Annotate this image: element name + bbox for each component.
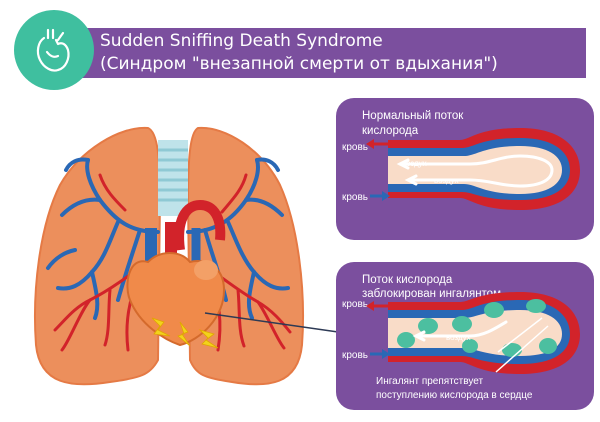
heart-icon (36, 28, 70, 72)
left-lung (34, 126, 162, 386)
panel-normal-flow: Нормальный поток кислорода воздух воздух… (336, 98, 594, 240)
banner-bar (40, 28, 586, 78)
note-line-2: поступлению кислорода в сердце (376, 390, 533, 401)
arrow-head-left (366, 139, 374, 149)
title-banner: Sudden Sniffing Death Syndrome (Синдром … (14, 10, 586, 90)
panel-bottom-title-2: заблокирован ингалянтом (362, 288, 501, 300)
panel-blocked-flow: Поток кислорода заблокирован ингалянтом … (336, 262, 594, 410)
lightning-icon (151, 317, 219, 349)
blood-label-top: кровь (342, 142, 368, 153)
panel-top-title-2: кислорода (362, 125, 419, 137)
trachea (158, 140, 188, 216)
banner-title-en: Sudden Sniffing Death Syndrome (100, 31, 383, 51)
connector-line (204, 312, 339, 333)
alveolus-interior (388, 146, 562, 194)
arrow-head-right (382, 191, 390, 201)
air-label-2: воздух (434, 176, 459, 185)
air-label-1: воздух (402, 159, 427, 168)
heart (126, 199, 226, 347)
arrow-head-left-blocked (366, 301, 374, 311)
arrow-head-right-blocked (382, 349, 390, 359)
blood-label-bottom: кровь (342, 192, 368, 203)
air-flow-arrows (396, 154, 554, 188)
blood-label-bottom-blocked: кровь (342, 350, 368, 361)
note-line-1: Ингалянт препятствует (376, 376, 483, 387)
pointer-line-1 (497, 317, 543, 353)
panel-bottom-title-1: Поток кислорода (362, 274, 453, 286)
blocked-air-arrow (412, 320, 508, 342)
panel-top-title-1: Нормальный поток (362, 110, 464, 122)
inhalant-particles (397, 299, 557, 357)
heart-icon-badge (14, 10, 94, 90)
lungs-illustration (34, 126, 339, 386)
banner-title-ru: (Синдром "внезапной смерти от вдыхания") (100, 54, 498, 74)
blood-label-top-blocked: кровь (342, 299, 368, 310)
pointer-line-2 (495, 325, 549, 373)
air-label-blocked: воздух (446, 333, 471, 342)
